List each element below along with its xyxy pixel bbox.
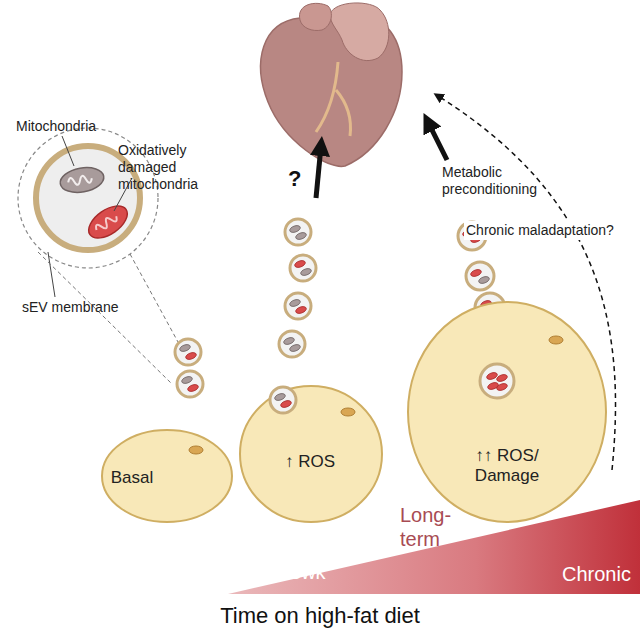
vesicle (285, 219, 311, 245)
axis-label: Time on high-fat diet (0, 603, 640, 629)
annotation: sEV membrane (22, 299, 118, 316)
annotation: Mitochondria (16, 118, 96, 135)
time-label: 1d to 3wk (240, 560, 326, 584)
vesicle (290, 255, 316, 281)
cell-label: ↑ ROS (285, 452, 335, 472)
time-label: Chronic (562, 562, 631, 586)
time-label: Long-term (400, 503, 462, 551)
adipocyte-outline (406, 300, 608, 524)
annotation: Chronic maladaptation? (464, 221, 616, 240)
heart (261, 3, 402, 166)
annotation: ? (288, 166, 301, 192)
vesicle (279, 331, 305, 357)
arrow (316, 146, 321, 198)
adipocyte: ↑ ROS (238, 384, 384, 524)
cell-label: ↑↑ ROS/ Damage (461, 446, 553, 485)
vesicle (466, 262, 494, 290)
vesicle (177, 371, 203, 397)
annotation: Oxidatively damaged mitochondria (118, 142, 230, 192)
adipocyte: Basal (100, 428, 234, 524)
arrow (428, 122, 447, 160)
vesicle (175, 339, 201, 365)
cell-label: Basal (111, 468, 154, 488)
vesicle (285, 293, 311, 319)
adipocyte: ↑↑ ROS/ Damage (406, 300, 608, 524)
annotation: Metabolic preconditioning (442, 164, 562, 198)
